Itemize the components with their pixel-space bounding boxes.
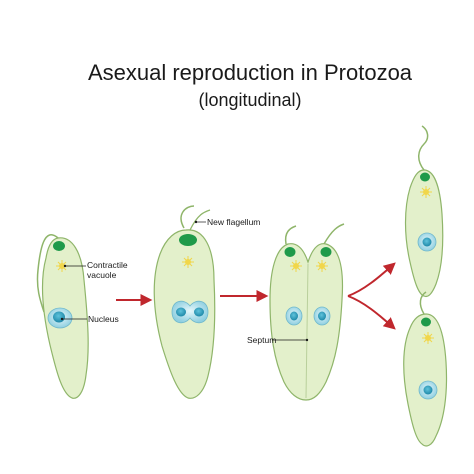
contractile-vacuole (56, 260, 68, 272)
flagellum (36, 234, 59, 313)
nucleus-label: Nucleus (88, 314, 119, 324)
eyespot (420, 172, 430, 182)
label-septum: Septum (247, 335, 309, 345)
dividing-nucleus (171, 300, 209, 324)
nucleus (47, 307, 73, 329)
flagellum (419, 291, 427, 315)
cell-stage-3 (269, 223, 345, 401)
flagellum-right (323, 223, 345, 245)
contractile-vacuole (422, 332, 434, 344)
eyespot (179, 234, 197, 246)
nucleus-right (313, 306, 331, 326)
contractile-vacuole-right (316, 260, 328, 272)
cell-body (269, 243, 344, 401)
flagellum (418, 125, 429, 171)
nucleus-left (285, 306, 303, 326)
contractile-vacuole (420, 186, 432, 198)
flagellum-left (284, 225, 297, 245)
eyespot-left (284, 247, 296, 257)
cell-body (403, 313, 448, 447)
label-contractile-vacuole: Contractile vacuole (63, 260, 128, 280)
contractile-vacuole-left (290, 260, 302, 272)
new-flagellum (189, 209, 211, 231)
eyespot-right (320, 247, 332, 257)
eyespot (53, 241, 65, 251)
nucleus (418, 380, 438, 400)
daughter-cell-bottom (403, 291, 448, 447)
contractile-vacuole (182, 256, 194, 268)
contractile-label-line2: vacuole (87, 270, 117, 280)
contractile-label-line1: Contractile (87, 260, 128, 270)
arrow-to-daughter-bottom (347, 295, 396, 330)
page-subtitle: (longitudinal) (198, 90, 301, 110)
flagellum (180, 205, 195, 229)
septum (305, 263, 309, 399)
nucleus (417, 232, 437, 252)
arrow-to-daughter-top (347, 262, 396, 297)
label-new-flagellum: New flagellum (194, 217, 260, 227)
daughter-cell-top (404, 125, 444, 298)
page-title: Asexual reproduction in Protozoa (88, 60, 413, 85)
new-flagellum-label: New flagellum (207, 217, 260, 227)
eyespot (421, 317, 431, 327)
cell-stage-1 (36, 234, 89, 399)
label-nucleus: Nucleus (60, 314, 119, 324)
septum-label: Septum (247, 335, 276, 345)
cell-stage-2 (153, 205, 216, 399)
